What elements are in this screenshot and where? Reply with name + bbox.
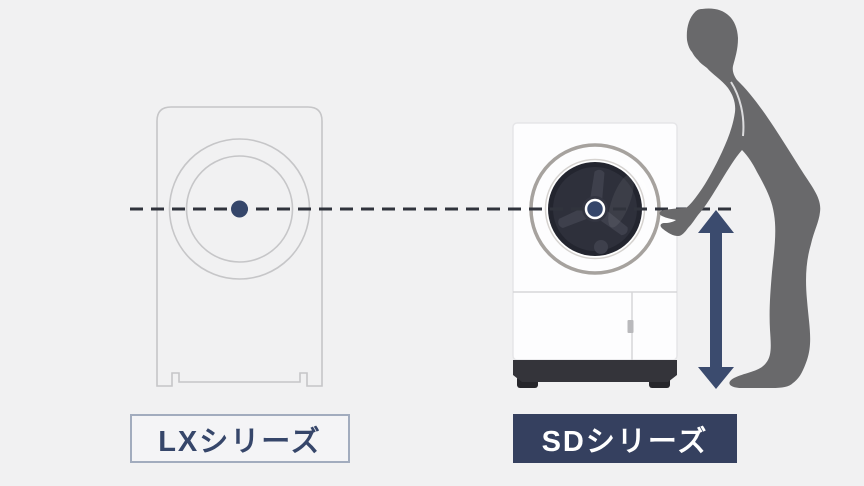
person-silhouette-icon <box>659 8 821 389</box>
sd-door-center-dot-icon <box>584 198 606 220</box>
sd-washer-icon <box>512 122 678 388</box>
height-arrow-icon <box>698 210 734 389</box>
sd-series-label-text: SDシリーズ <box>541 425 709 458</box>
sd-series-label: SDシリーズ <box>513 414 737 463</box>
door-center-dots <box>231 198 606 220</box>
lx-door-inner-circle <box>185 155 294 263</box>
lx-series-label-text: LXシリーズ <box>158 425 322 458</box>
sd-glass-highlight <box>620 160 649 197</box>
sd-base <box>513 360 677 382</box>
lx-washer-body <box>156 106 323 387</box>
lx-washer-outline-icon <box>156 106 323 387</box>
lx-door-center-dot-icon <box>231 200 248 218</box>
person-shoulder-highlight <box>730 81 745 137</box>
lx-series-label: LXシリーズ <box>130 414 350 463</box>
sd-drum-paddles <box>558 169 628 254</box>
sd-drawer-handle <box>627 320 634 333</box>
sd-glass-sheen <box>608 174 634 228</box>
